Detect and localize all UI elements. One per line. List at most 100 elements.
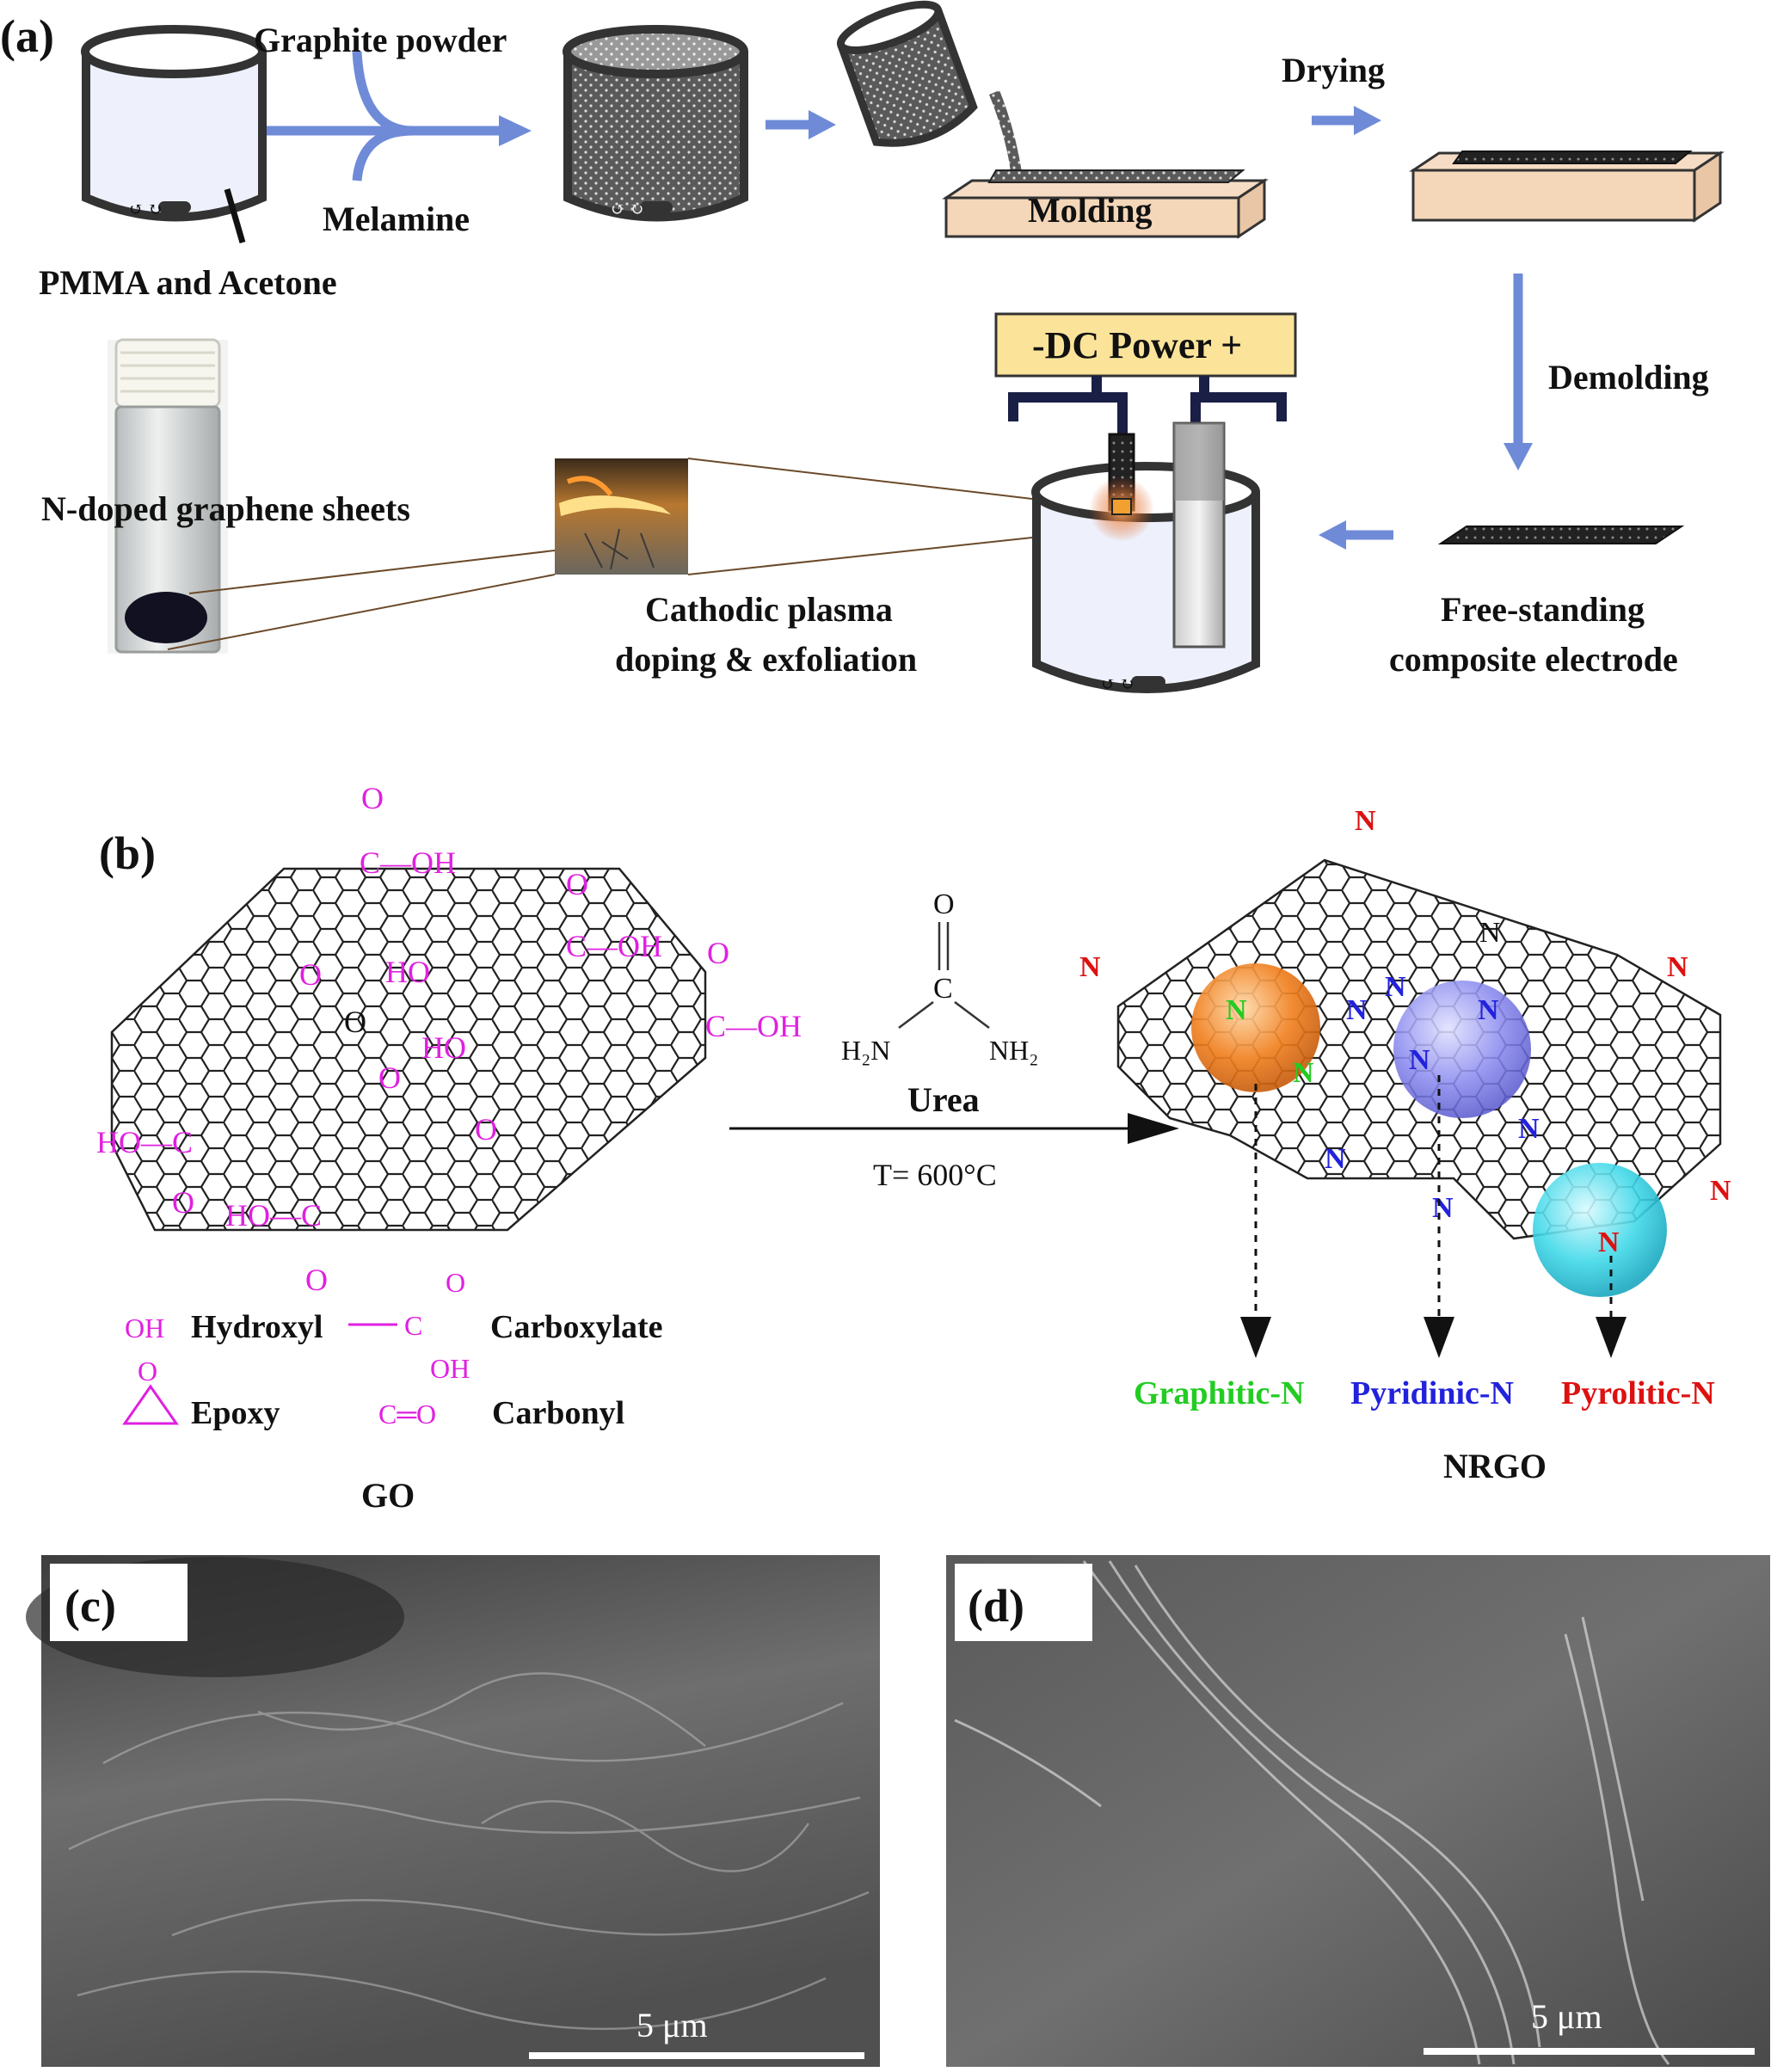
- panel-a: (a) ↺ ↻ PMMA and Acetone Graphite powder…: [0, 0, 1725, 694]
- urea-h2n: H₂N: [841, 1035, 890, 1066]
- n-doped-label: N-doped graphene sheets: [41, 489, 410, 528]
- go-epoxy-o-3: O: [475, 1112, 497, 1147]
- beaker-mixture: ↺ ↻: [563, 25, 748, 222]
- urea-label: Urea: [907, 1080, 980, 1119]
- nrgo-label: NRGO: [1443, 1447, 1547, 1485]
- free-standing-label-1: Free-standing: [1441, 590, 1645, 629]
- graphitic-sphere: [1191, 963, 1320, 1092]
- molding-label: Molding: [1028, 191, 1152, 230]
- nrgo-n-atoms: N N N N N N N N N N N N N N N: [1079, 805, 1731, 1258]
- beaker-pmma-acetone: ↺ ↻: [81, 25, 267, 243]
- go-cooh-2: C—OH: [566, 929, 662, 963]
- pyridinic-sphere: [1393, 981, 1531, 1118]
- zoom-lines: [167, 458, 1033, 650]
- panel-b: (b) O C—OH O C—OH O C—OH HO—C O HO—C O O…: [96, 781, 1731, 1515]
- go-epoxy-o-2: O: [378, 1061, 401, 1095]
- go-cooh-1: C—OH: [360, 845, 456, 880]
- temperature-label: T= 600°C: [873, 1158, 997, 1192]
- n-blue-5: N: [1518, 1113, 1540, 1145]
- go-o-black: O: [344, 1005, 366, 1039]
- panel-a-label: (a): [0, 10, 54, 62]
- demolding-label: Demolding: [1548, 358, 1709, 397]
- panel-c-label: (c): [65, 1580, 116, 1632]
- go-hooc-1: HO—C: [96, 1125, 193, 1159]
- pouring-cup: [836, 0, 978, 147]
- legend-hydroxyl: Hydroxyl: [191, 1309, 323, 1345]
- legend-oh-symbol: OH: [125, 1313, 164, 1343]
- go-label: GO: [361, 1476, 415, 1515]
- dc-power-box: [994, 312, 1297, 378]
- cathodic-label-1: Cathodic plasma: [645, 590, 893, 629]
- sem-texture-c: [68, 1672, 870, 2031]
- graphite-powder-label: Graphite powder: [254, 21, 507, 59]
- go-o-1: O: [361, 781, 384, 815]
- vial-photo: [108, 338, 228, 654]
- arrow-demolding: [1504, 274, 1533, 470]
- n-blue-2: N: [1346, 994, 1368, 1026]
- arrow-to-pour: [766, 110, 836, 139]
- scale-label-c: 5 μm: [636, 2006, 708, 2044]
- drying-label: Drying: [1282, 51, 1385, 89]
- electrolysis-cell: ↺ ↻: [1031, 421, 1260, 694]
- n-red-5: N: [1598, 1227, 1620, 1258]
- n-green-1: N: [1226, 994, 1247, 1026]
- go-ho-1: HO: [385, 955, 430, 989]
- plasma-photo: [555, 458, 688, 575]
- nrgo-pointers: [1240, 1075, 1626, 1358]
- pyridinic-n-label: Pyridinic-N: [1350, 1375, 1514, 1411]
- urea-c: C: [933, 973, 953, 1005]
- legend-carboxylate-oh: OH: [430, 1353, 470, 1384]
- wire-negative: [1008, 376, 1128, 464]
- legend-carbonyl-symbol: C═O: [378, 1399, 436, 1429]
- n-red-1: N: [1355, 805, 1376, 837]
- n-red-3: N: [1667, 951, 1688, 983]
- scale-label-d: 5 μm: [1531, 1997, 1602, 2036]
- urea-nh2: NH₂: [989, 1035, 1038, 1066]
- go-legend: OH Hydroxyl O C OH Carboxylate O Epoxy C…: [122, 1267, 663, 1431]
- go-o-3: O: [707, 936, 729, 970]
- n-blue-6: N: [1325, 1143, 1346, 1175]
- sem-texture-d: [954, 1560, 1670, 2065]
- merge-arrow: [267, 51, 532, 181]
- urea-molecule: O C H₂N NH₂: [841, 888, 1038, 1066]
- arrow-drying: [1312, 106, 1381, 135]
- n-black-1: N: [1479, 917, 1501, 949]
- go-o-4: O: [172, 1185, 194, 1220]
- legend-epoxy: Epoxy: [191, 1395, 280, 1431]
- legend-carbonyl: Carbonyl: [492, 1395, 624, 1431]
- stir-glyph-2: ↺ ↻: [611, 200, 644, 219]
- n-red-4: N: [1710, 1175, 1731, 1207]
- cathodic-label-2: doping & exfoliation: [615, 640, 917, 679]
- n-blue-4: N: [1409, 1044, 1430, 1076]
- pyrolitic-sphere: [1533, 1163, 1667, 1297]
- go-o-5: O: [305, 1263, 328, 1297]
- stir-glyph: ↺ ↻: [129, 200, 163, 219]
- n-blue-1: N: [1385, 971, 1406, 1003]
- arrow-to-cell: [1319, 520, 1393, 550]
- graphitic-n-label: Graphitic-N: [1134, 1375, 1304, 1411]
- free-standing-label-2: composite electrode: [1389, 640, 1678, 679]
- pour-stream: [989, 90, 1022, 172]
- go-o-2: O: [566, 867, 588, 901]
- go-hooc-2: HO—C: [225, 1198, 322, 1233]
- wire-positive: [1190, 376, 1287, 430]
- urea-o: O: [933, 888, 955, 920]
- stir-glyph-3: ↺ ↻: [1101, 675, 1135, 694]
- legend-carboxylate: Carboxylate: [490, 1309, 663, 1345]
- n-green-2: N: [1293, 1057, 1314, 1089]
- go-cooh-3: C—OH: [705, 1009, 802, 1043]
- legend-carboxylate-c: C: [404, 1310, 422, 1341]
- dc-power-label: -DC Power +: [1032, 324, 1242, 366]
- epoxy-triangle-icon: [122, 1384, 179, 1425]
- panel-d-label-box: [955, 1564, 1092, 1641]
- go-graphene-lattice: [110, 867, 707, 1232]
- panel-d-label: (d): [968, 1580, 1024, 1632]
- go-functional-groups: O C—OH O C—OH O C—OH HO—C O HO—C O O O O…: [96, 781, 802, 1297]
- go-ho-2: HO: [421, 1030, 466, 1065]
- legend-o-symbol: O: [138, 1356, 157, 1386]
- dried-mold: [1409, 151, 1725, 223]
- pyrolitic-n-label: Pyrolitic-N: [1561, 1375, 1715, 1411]
- n-blue-7: N: [1432, 1192, 1454, 1224]
- go-epoxy-o-1: O: [299, 957, 322, 992]
